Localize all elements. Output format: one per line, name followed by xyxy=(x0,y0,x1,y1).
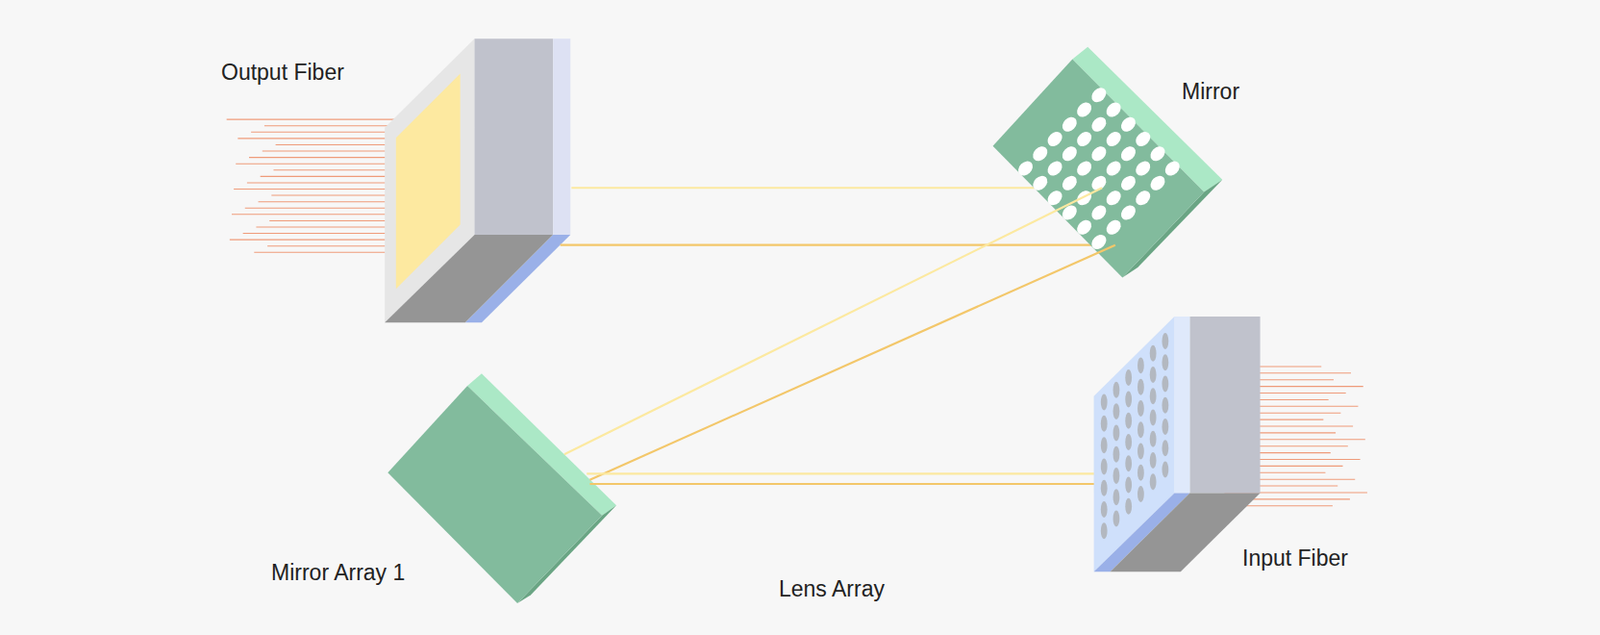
output-fiber-block xyxy=(384,38,571,323)
input-fiber-label: Input Fiber xyxy=(1242,545,1349,573)
light-beams xyxy=(560,187,1116,245)
output-fiber-label: Output Fiber xyxy=(221,59,345,87)
lens-array-label: Lens Array xyxy=(778,575,885,603)
light-beams xyxy=(564,187,1156,484)
mirror-array-label: Mirror Array 1 xyxy=(271,559,405,587)
mirror-array xyxy=(387,373,617,603)
input-fiber-block xyxy=(1094,316,1261,572)
mirror-label: Mirror xyxy=(1181,78,1240,106)
